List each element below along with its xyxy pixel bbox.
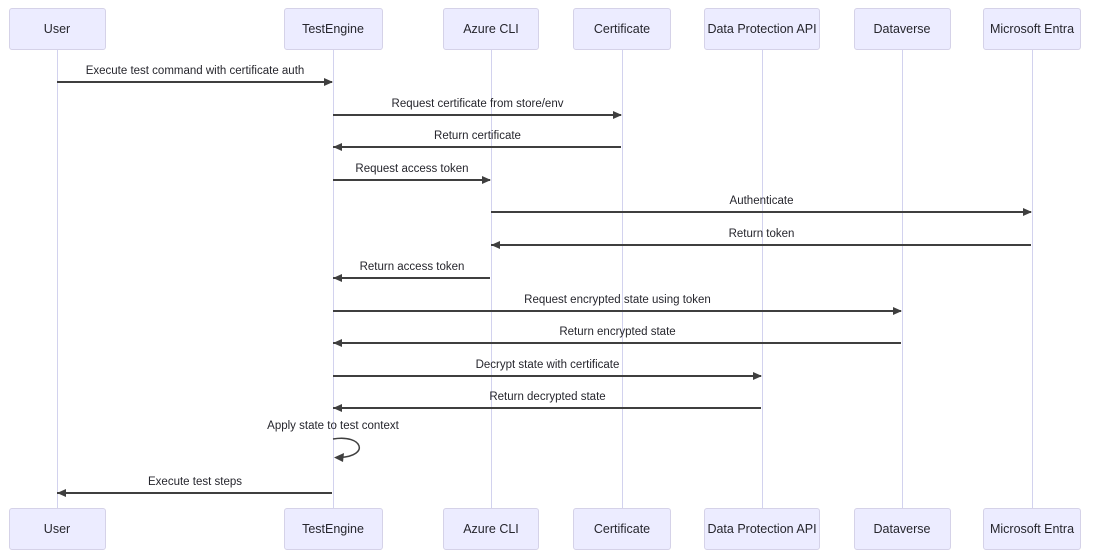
selfloop-arrow-icon [332, 437, 360, 462]
actor-data-protection-api-top: Data Protection API [704, 8, 820, 50]
actor-certificate-top: Certificate [573, 8, 671, 50]
lifeline-certificate [621, 50, 623, 508]
actor-label: User [43, 522, 71, 536]
message-line-2 [333, 146, 621, 148]
actor-dataverse-top: Dataverse [853, 8, 951, 50]
actor-user-bottom: User [8, 508, 106, 550]
message-arrowhead-7 [893, 307, 902, 315]
message-label-12: Execute test steps [148, 476, 242, 488]
message-line-6 [333, 277, 490, 279]
actor-label: TestEngine [302, 22, 364, 36]
message-line-5 [491, 244, 1031, 246]
actor-label: Data Protection API [707, 522, 817, 536]
message-arrowhead-6 [333, 274, 342, 282]
message-label-7: Request encrypted state using token [524, 294, 711, 306]
actor-label: User [43, 22, 71, 36]
message-arrowhead-3 [482, 176, 491, 184]
actor-label: TestEngine [302, 522, 364, 536]
actor-label: Microsoft Entra [989, 22, 1075, 36]
actor-microsoft-entra-bottom: Microsoft Entra [983, 508, 1081, 550]
message-line-7 [333, 310, 901, 312]
message-label-2: Return certificate [434, 130, 521, 142]
message-line-8 [333, 342, 901, 344]
message-line-4 [491, 211, 1031, 213]
message-arrowhead-2 [333, 143, 342, 151]
actor-label: Data Protection API [707, 22, 817, 36]
actor-label: Microsoft Entra [989, 522, 1075, 536]
actor-label: Azure CLI [463, 22, 519, 36]
message-line-1 [333, 114, 621, 116]
message-label-10: Return decrypted state [489, 391, 606, 403]
message-arrowhead-12 [57, 489, 66, 497]
message-arrowhead-4 [1023, 208, 1032, 216]
actor-label: Certificate [593, 522, 651, 536]
message-label-11: Apply state to test context [267, 420, 399, 432]
message-arrowhead-1 [613, 111, 622, 119]
message-arrowhead-8 [333, 339, 342, 347]
actor-data-protection-api-bottom: Data Protection API [704, 508, 820, 550]
message-label-6: Return access token [359, 261, 465, 273]
actor-label: Azure CLI [463, 522, 519, 536]
lifeline-microsoft-entra [1031, 50, 1033, 508]
message-label-1: Request certificate from store/env [391, 98, 564, 110]
message-line-3 [333, 179, 490, 181]
lifeline-user [56, 50, 58, 508]
message-arrowhead-5 [491, 241, 500, 249]
actor-testengine-top: TestEngine [283, 8, 383, 50]
actor-label: Dataverse [873, 522, 931, 536]
actor-label: Certificate [593, 22, 651, 36]
message-label-3: Request access token [355, 163, 469, 175]
message-arrowhead-0 [324, 78, 333, 86]
actor-microsoft-entra-top: Microsoft Entra [983, 8, 1081, 50]
actor-certificate-bottom: Certificate [573, 508, 671, 550]
message-arrowhead-10 [333, 404, 342, 412]
message-selfloop-11 [332, 437, 375, 465]
message-label-5: Return token [728, 228, 795, 240]
message-arrowhead-9 [753, 372, 762, 380]
actor-label: Dataverse [873, 22, 931, 36]
lifeline-data-protection-api [761, 50, 763, 508]
message-line-0 [57, 81, 332, 83]
message-label-0: Execute test command with certificate au… [85, 65, 305, 77]
actor-testengine-bottom: TestEngine [283, 508, 383, 550]
message-label-9: Decrypt state with certificate [475, 359, 620, 371]
lifeline-azure-cli [490, 50, 492, 508]
actor-dataverse-bottom: Dataverse [853, 508, 951, 550]
message-line-12 [57, 492, 332, 494]
actor-azure-cli-top: Azure CLI [443, 8, 539, 50]
actor-azure-cli-bottom: Azure CLI [443, 508, 539, 550]
message-line-9 [333, 375, 761, 377]
message-label-8: Return encrypted state [559, 326, 676, 338]
message-line-10 [333, 407, 761, 409]
actor-user-top: User [8, 8, 106, 50]
message-label-4: Authenticate [729, 195, 794, 207]
lifeline-dataverse [901, 50, 903, 508]
